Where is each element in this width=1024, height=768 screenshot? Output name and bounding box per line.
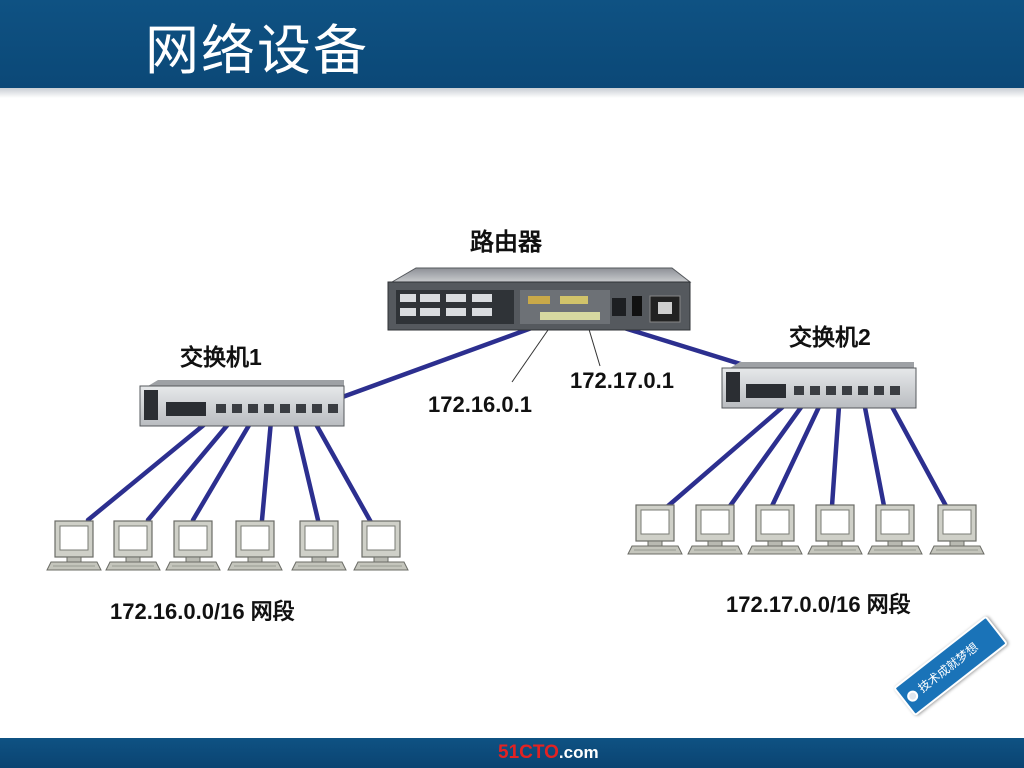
pc-group-right bbox=[627, 504, 985, 555]
segment-right-label: 172.17.0.0/16 网段 bbox=[726, 592, 911, 617]
callout-line-right bbox=[587, 325, 601, 367]
links-switch1 bbox=[85, 319, 551, 527]
links-switch2 bbox=[589, 315, 949, 509]
switch2-label: 交换机2 bbox=[789, 324, 871, 350]
brand-dot: .com bbox=[558, 743, 599, 762]
switch2-device bbox=[721, 362, 917, 409]
slide-header: 网络设备 bbox=[0, 0, 1024, 88]
callout-line-left bbox=[511, 329, 549, 383]
brand-main: 51CTO bbox=[498, 742, 559, 763]
pc-icon bbox=[627, 504, 683, 555]
pc-icon bbox=[46, 520, 102, 571]
pc-icon bbox=[353, 520, 409, 571]
pc-icon bbox=[867, 504, 923, 555]
router-ip-right: 172.17.0.1 bbox=[570, 368, 674, 393]
router-device bbox=[387, 267, 692, 331]
switch1-device bbox=[139, 380, 345, 427]
switch1-label: 交换机1 bbox=[180, 344, 262, 370]
pc-icon bbox=[807, 504, 863, 555]
pc-icon bbox=[291, 520, 347, 571]
pc-icon bbox=[105, 520, 161, 571]
router-ip-left: 172.16.0.1 bbox=[428, 392, 532, 417]
pc-icon bbox=[165, 520, 221, 571]
slide-title: 网络设备 bbox=[145, 19, 369, 82]
brand-logo: 51CTO.com bbox=[498, 742, 599, 764]
pc-group-left bbox=[46, 520, 409, 571]
segment-left-label: 172.16.0.0/16 网段 bbox=[110, 599, 295, 624]
pc-icon bbox=[687, 504, 743, 555]
router-label: 路由器 bbox=[470, 229, 542, 256]
pc-icon bbox=[227, 520, 283, 571]
pc-icon bbox=[747, 504, 803, 555]
slide-footer bbox=[0, 738, 1024, 768]
pc-icon bbox=[929, 504, 985, 555]
header-shadow bbox=[0, 88, 1024, 98]
